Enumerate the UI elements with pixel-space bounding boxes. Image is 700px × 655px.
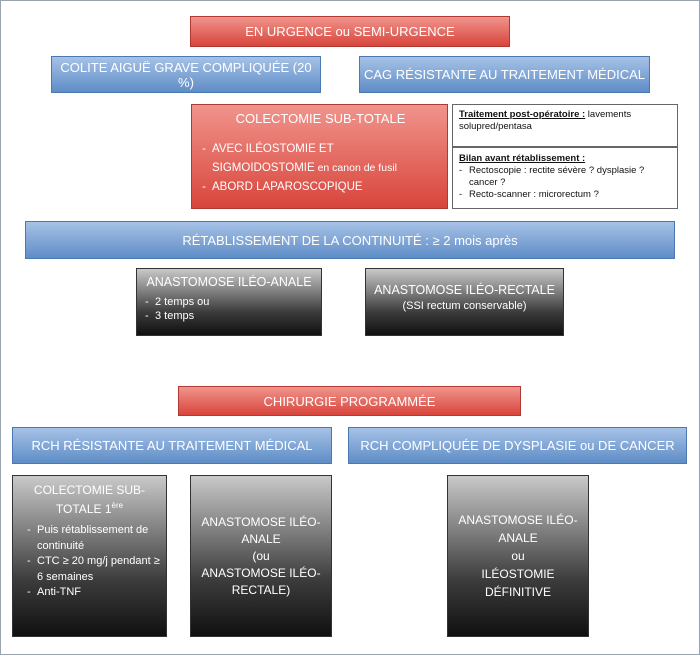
colectomie-1ere-title-sup: ère — [111, 501, 124, 510]
retablissement-text: RÉTABLISSEMENT DE LA CONTINUITÉ : ≥ 2 mo… — [182, 232, 518, 248]
ileostomie-box-line-2: ANALE — [498, 531, 538, 545]
colectomie-1ere-list: Puis rétablissement de continuité CTC ≥ … — [19, 523, 160, 601]
urgence-header: EN URGENCE ou SEMI-URGENCE — [190, 16, 510, 47]
note-bilan-list: Rectoscopie : rectite sévère ? dysplasie… — [459, 165, 671, 201]
colectomie-item-2: ABORD LAPAROSCOPIQUE — [202, 178, 439, 197]
cag-resistante-text: CAG RÉSISTANTE AU TRAITEMENT MÉDICAL — [364, 67, 645, 82]
ileostomie-box-line-3: ou — [511, 549, 525, 563]
colectomie-subtotale-box: COLECTOMIE SUB-TOTALE AVEC ILÉOSTOMIE ET… — [191, 104, 448, 209]
colectomie-item-1-line2-small: en canon de fusil — [314, 162, 397, 174]
note-bilan-item-2: Recto-scanner : microrectum ? — [459, 189, 671, 201]
retablissement-box: RÉTABLISSEMENT DE LA CONTINUITÉ : ≥ 2 mo… — [25, 221, 675, 259]
note-post-op-title: Traitement post-opératoire : — [459, 109, 586, 120]
anastomose-box-line-4: ANASTOMOSE ILÉO- — [201, 565, 321, 580]
note-bilan-title: Bilan avant rétablissement : — [459, 153, 586, 164]
anastomose-ileo-rectale-subtitle: (SSI rectum conservable) — [402, 300, 527, 312]
anastomose-ileo-anale-item-1: 2 temps ou — [145, 295, 313, 309]
anastomose-ileo-rectale-box: ANASTOMOSE ILÉO-RECTALE (SSI rectum cons… — [365, 268, 564, 336]
colite-aigue-box: COLITE AIGUË GRAVE COMPLIQUÉE (20 %) — [51, 56, 321, 93]
anastomose-ileo-anale-box: ANASTOMOSE ILÉO-ANALE 2 temps ou 3 temps — [136, 268, 322, 336]
colectomie-1ere-title: COLECTOMIE SUB- TOTALE 1ère — [19, 483, 160, 517]
colectomie-item-1-line2: SIGMOIDOSTOMIE — [212, 162, 315, 174]
note-post-op-text: lavements solupred/pentasa — [459, 109, 632, 132]
ileostomie-box-line-1: ANASTOMOSE ILÉO- — [458, 513, 578, 527]
anastomose-ileo-anale-item-2: 3 temps — [145, 309, 313, 323]
note-post-op: Traitement post-opératoire : lavements s… — [452, 104, 678, 147]
anastomose-box-line-1: ANASTOMOSE ILÉO- — [201, 514, 321, 529]
chirurgie-programmee-header: CHIRURGIE PROGRAMMÉE — [178, 386, 521, 416]
ileostomie-box-line-5: DÉFINITIVE — [484, 585, 551, 599]
cag-resistante-box: CAG RÉSISTANTE AU TRAITEMENT MÉDICAL — [359, 56, 650, 93]
anastomose-ileo-anale-list: 2 temps ou 3 temps — [145, 295, 313, 323]
colectomie-title: COLECTOMIE SUB-TOTALE — [235, 111, 406, 126]
urgence-header-text: EN URGENCE ou SEMI-URGENCE — [245, 24, 455, 39]
anastomose-box-line-5: RECTALE) — [231, 582, 291, 597]
anastomose-box-line-2: ANALE — [241, 531, 281, 546]
colectomie-1ere-item-1: Puis rétablissement de continuité — [27, 523, 160, 554]
colectomie-item-1-line1: AVEC ILÉOSTOMIE ET — [212, 143, 334, 155]
anastomose-ou-ileostomie-box: ANASTOMOSE ILÉO- ANALE ou ILÉOSTOMIE DÉF… — [447, 475, 589, 637]
colectomie-subtotale-1ere-box: COLECTOMIE SUB- TOTALE 1ère Puis rétabli… — [12, 475, 167, 637]
chirurgie-programmee-text: CHIRURGIE PROGRAMMÉE — [263, 393, 436, 409]
note-bilan: Bilan avant rétablissement : Rectoscopie… — [452, 147, 678, 209]
anastomose-ileo-anale-ou-rectale-box: ANASTOMOSE ILÉO- ANALE (ou ANASTOMOSE IL… — [190, 475, 332, 637]
rch-compliquee-box: RCH COMPLIQUÉE DE DYSPLASIE ou DE CANCER — [348, 427, 687, 464]
colectomie-item-1: AVEC ILÉOSTOMIE ET SIGMOIDOSTOMIE en can… — [202, 140, 439, 178]
colectomie-1ere-title-line2: TOTALE 1 — [55, 502, 112, 516]
rch-compliquee-text: RCH COMPLIQUÉE DE DYSPLASIE ou DE CANCER — [360, 438, 675, 453]
anastomose-ileo-anale-title: ANASTOMOSE ILÉO-ANALE — [146, 275, 312, 289]
rch-resistante-box: RCH RÉSISTANTE AU TRAITEMENT MÉDICAL — [12, 427, 332, 464]
ileostomie-box-line-4: ILÉOSTOMIE — [481, 567, 555, 581]
colectomie-1ere-item-2: CTC ≥ 20 mg/j pendant ≥ 6 semaines — [27, 554, 160, 585]
rch-resistante-text: RCH RÉSISTANTE AU TRAITEMENT MÉDICAL — [31, 438, 313, 453]
colectomie-list: AVEC ILÉOSTOMIE ET SIGMOIDOSTOMIE en can… — [202, 140, 439, 197]
note-bilan-item-1: Rectoscopie : rectite sévère ? dysplasie… — [459, 165, 671, 189]
colectomie-1ere-title-line1: COLECTOMIE SUB- — [33, 483, 146, 497]
colite-aigue-text: COLITE AIGUË GRAVE COMPLIQUÉE (20 %) — [60, 59, 312, 90]
anastomose-ileo-rectale-title: ANASTOMOSE ILÉO-RECTALE — [374, 283, 555, 297]
colectomie-1ere-item-3: Anti-TNF — [27, 585, 160, 601]
anastomose-box-line-3: (ou — [252, 548, 270, 563]
